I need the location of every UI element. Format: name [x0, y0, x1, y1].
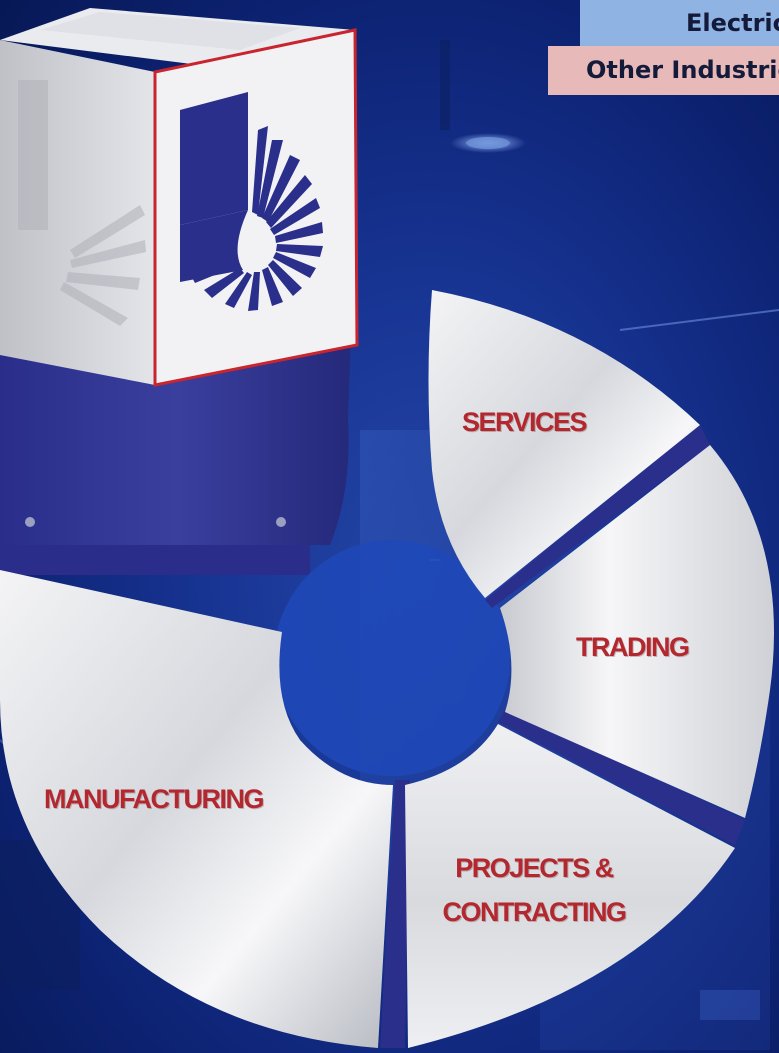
label-projects-line1: PROJECTS & — [455, 853, 614, 883]
header-tabs: Electrical Other Industries — [548, 0, 779, 95]
label-services[interactable]: SERVICES — [462, 407, 588, 437]
segment-services — [428, 290, 700, 598]
label-projects-line2: CONTRACTING — [442, 897, 627, 927]
label-trading[interactable]: TRADING — [576, 632, 690, 662]
tab-other-industries[interactable]: Other Industries — [548, 46, 779, 95]
logo-rays — [190, 126, 323, 311]
segment-projects — [405, 724, 735, 1048]
company-logo-cube — [0, 8, 359, 387]
segment-manufacturing — [0, 570, 393, 1048]
label-projects-contracting[interactable]: PROJECTS & CONTRACTING — [424, 846, 644, 934]
label-manufacturing[interactable]: MANUFACTURING — [44, 784, 264, 814]
segment-trading — [500, 445, 774, 818]
tab-electrical[interactable]: Electrical — [580, 0, 779, 46]
center-hole — [274, 540, 510, 776]
